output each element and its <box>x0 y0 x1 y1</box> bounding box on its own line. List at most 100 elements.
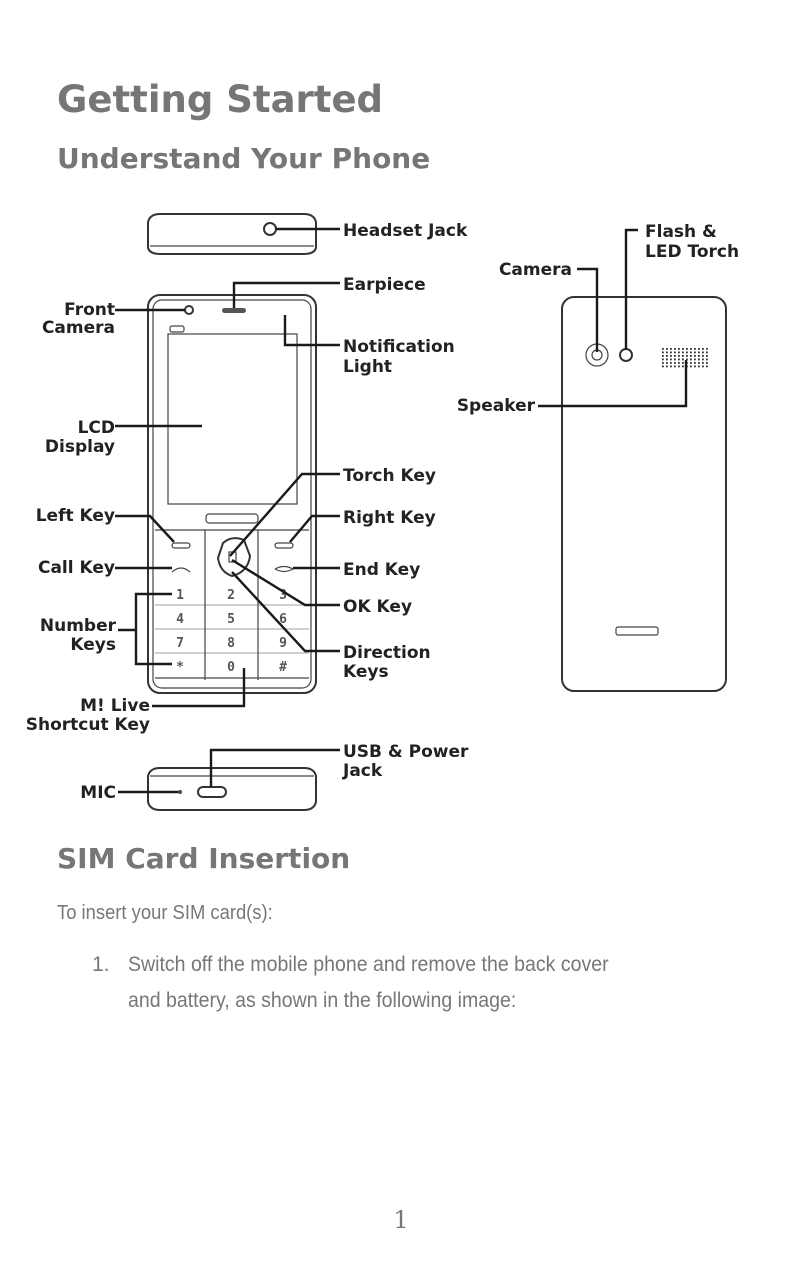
speaker-hole <box>690 365 692 368</box>
speaker-hole <box>686 355 688 357</box>
phone-top-view <box>147 213 340 255</box>
label-ok-key: OK Key <box>343 597 412 617</box>
label-number-keys-1: Number <box>40 616 117 636</box>
speaker-hole <box>666 348 668 350</box>
label-notification-light-1: Notification <box>343 337 455 357</box>
number-key: 9 <box>279 636 287 651</box>
number-key: 5 <box>227 612 235 627</box>
speaker-hole <box>670 358 672 361</box>
speaker-hole <box>682 365 684 368</box>
right-key <box>274 542 294 549</box>
label-right-key: Right Key <box>343 508 436 528</box>
phone-bottom-view <box>147 767 317 811</box>
speaker-hole <box>698 351 700 354</box>
label-headset-jack: Headset Jack <box>343 221 468 241</box>
label-speaker: Speaker <box>457 396 536 416</box>
label-mlive-2: Shortcut Key <box>26 715 150 735</box>
number-key: 7 <box>176 636 184 651</box>
speaker-hole <box>674 348 676 350</box>
label-flash-2: LED Torch <box>645 242 739 262</box>
speaker-hole <box>686 348 688 350</box>
speaker-hole <box>674 358 676 361</box>
section-heading-understand-phone: Understand Your Phone <box>57 142 431 175</box>
headset-jack-icon <box>263 222 277 236</box>
speaker-hole <box>686 358 688 361</box>
speaker-hole <box>702 351 704 354</box>
speaker-hole <box>694 355 696 357</box>
label-direction-keys-2: Keys <box>343 662 389 682</box>
sim-intro-text: To insert your SIM card(s): <box>57 902 273 924</box>
speaker-hole <box>678 358 680 361</box>
page-number: 1 <box>393 1206 409 1234</box>
speaker-hole <box>682 348 684 350</box>
speaker-hole <box>666 362 668 364</box>
label-notification-light-2: Light <box>343 357 392 377</box>
number-key: 2 <box>227 588 235 603</box>
speaker-hole <box>666 365 668 368</box>
speaker-hole <box>694 351 696 354</box>
number-key: # <box>279 660 287 675</box>
speaker-hole <box>674 355 676 357</box>
speaker-hole <box>674 362 676 364</box>
speaker-grille <box>662 348 708 368</box>
speaker-hole <box>662 355 664 357</box>
usb-port-icon <box>197 786 227 798</box>
number-key: 0 <box>227 660 235 675</box>
earpiece-icon <box>222 308 246 313</box>
list-item: 1. Switch off the mobile phone and remov… <box>92 947 772 1019</box>
speaker-hole <box>670 351 672 354</box>
speaker-hole <box>694 348 696 350</box>
speaker-hole <box>678 365 680 368</box>
speaker-hole <box>682 358 684 361</box>
call-key-icon <box>171 567 191 573</box>
speaker-hole <box>666 351 668 354</box>
speaker-hole <box>690 362 692 364</box>
number-key: 8 <box>227 636 235 651</box>
speaker-hole <box>694 358 696 361</box>
label-camera: Camera <box>499 260 572 280</box>
speaker-hole <box>662 358 664 361</box>
number-key: 6 <box>279 612 287 627</box>
speaker-hole <box>702 355 704 357</box>
speaker-hole <box>698 355 700 357</box>
speaker-hole <box>706 348 708 350</box>
speaker-hole <box>702 362 704 364</box>
number-key: 4 <box>176 612 184 627</box>
left-key <box>171 542 191 549</box>
speaker-hole <box>694 365 696 368</box>
speaker-hole <box>690 348 692 350</box>
speaker-hole <box>706 351 708 354</box>
page-title: Getting Started <box>57 78 384 121</box>
number-key: 1 <box>176 588 184 603</box>
speaker-hole <box>690 358 692 361</box>
label-earpiece: Earpiece <box>343 275 426 295</box>
step-number: 1. <box>92 953 110 976</box>
speaker-hole <box>666 355 668 357</box>
speaker-hole <box>678 351 680 354</box>
speaker-hole <box>698 365 700 368</box>
label-direction-keys-1: Direction <box>343 643 431 663</box>
speaker-hole <box>702 365 704 368</box>
speaker-hole <box>670 348 672 350</box>
speaker-hole <box>706 362 708 364</box>
speaker-hole <box>674 351 676 354</box>
label-left-key: Left Key <box>36 506 115 526</box>
sim-steps-list: 1. Switch off the mobile phone and remov… <box>92 947 772 1019</box>
speaker-hole <box>698 348 700 350</box>
label-call-key: Call Key <box>38 558 115 578</box>
speaker-hole <box>682 362 684 364</box>
speaker-hole <box>662 365 664 368</box>
speaker-hole <box>670 355 672 357</box>
phone-back-view <box>561 296 727 692</box>
speaker-hole <box>690 351 692 354</box>
number-key: * <box>176 660 184 675</box>
flash-icon <box>619 348 633 362</box>
speaker-hole <box>702 358 704 361</box>
label-number-keys-2: Keys <box>70 635 116 655</box>
speaker-hole <box>706 355 708 357</box>
label-usb-power-1: USB & Power <box>343 742 469 762</box>
label-usb-power-2: Jack <box>342 761 383 781</box>
label-mlive-1: M! Live <box>80 696 150 716</box>
